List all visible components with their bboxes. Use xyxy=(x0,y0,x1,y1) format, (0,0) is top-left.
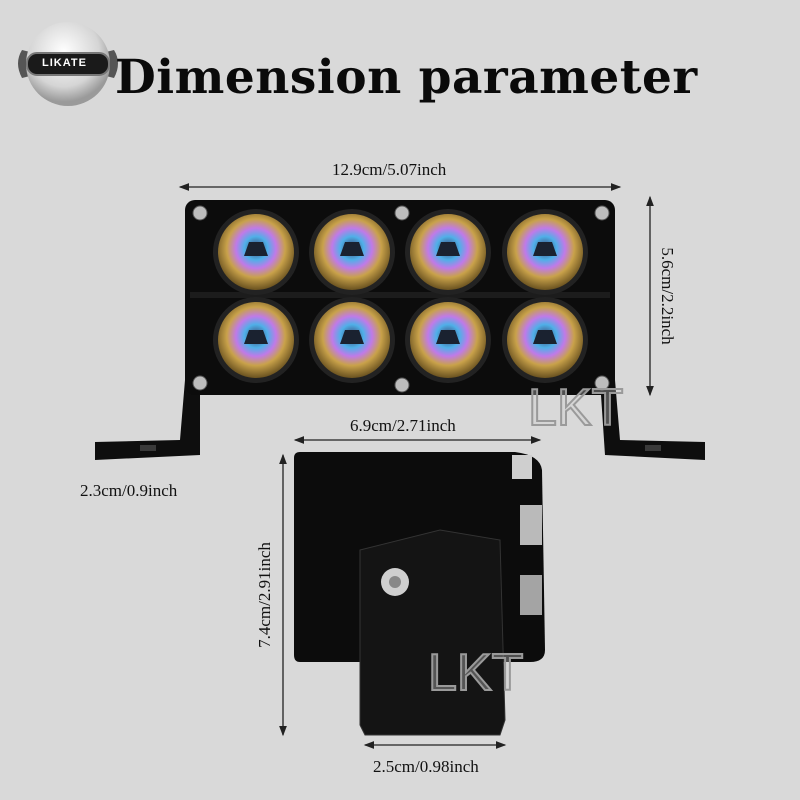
brand-logo xyxy=(18,22,118,106)
screw xyxy=(594,205,610,221)
screws xyxy=(192,205,610,393)
front-height-label: 5.6cm/2.2inch xyxy=(658,247,677,345)
lens xyxy=(405,209,491,295)
lens xyxy=(502,209,588,295)
lens xyxy=(405,297,491,383)
side-width-label: 6.9cm/2.71inch xyxy=(350,416,456,435)
screw xyxy=(594,375,610,391)
front-width-label: 12.9cm/5.07inch xyxy=(332,160,447,179)
screw xyxy=(192,375,208,391)
lens-array xyxy=(213,209,588,383)
bracket-depth-label: 2.3cm/0.9inch xyxy=(80,481,178,500)
base-width-label: 2.5cm/0.98inch xyxy=(373,757,479,776)
page-title: Dimension parameter xyxy=(115,50,698,105)
lens xyxy=(309,297,395,383)
lens xyxy=(213,209,299,295)
light-housing-side xyxy=(294,452,545,736)
logo-text: LIKATE xyxy=(42,57,87,69)
side-height-label: 7.4cm/2.91inch xyxy=(255,542,274,648)
screw xyxy=(192,205,208,221)
lens xyxy=(309,209,395,295)
screw xyxy=(394,377,410,393)
lens xyxy=(213,297,299,383)
watermark-text-2: LKT xyxy=(428,644,523,702)
lens xyxy=(502,297,588,383)
watermark: LKT LKT xyxy=(427,378,624,703)
watermark-text-1: LKT xyxy=(528,379,623,437)
screw xyxy=(394,205,410,221)
